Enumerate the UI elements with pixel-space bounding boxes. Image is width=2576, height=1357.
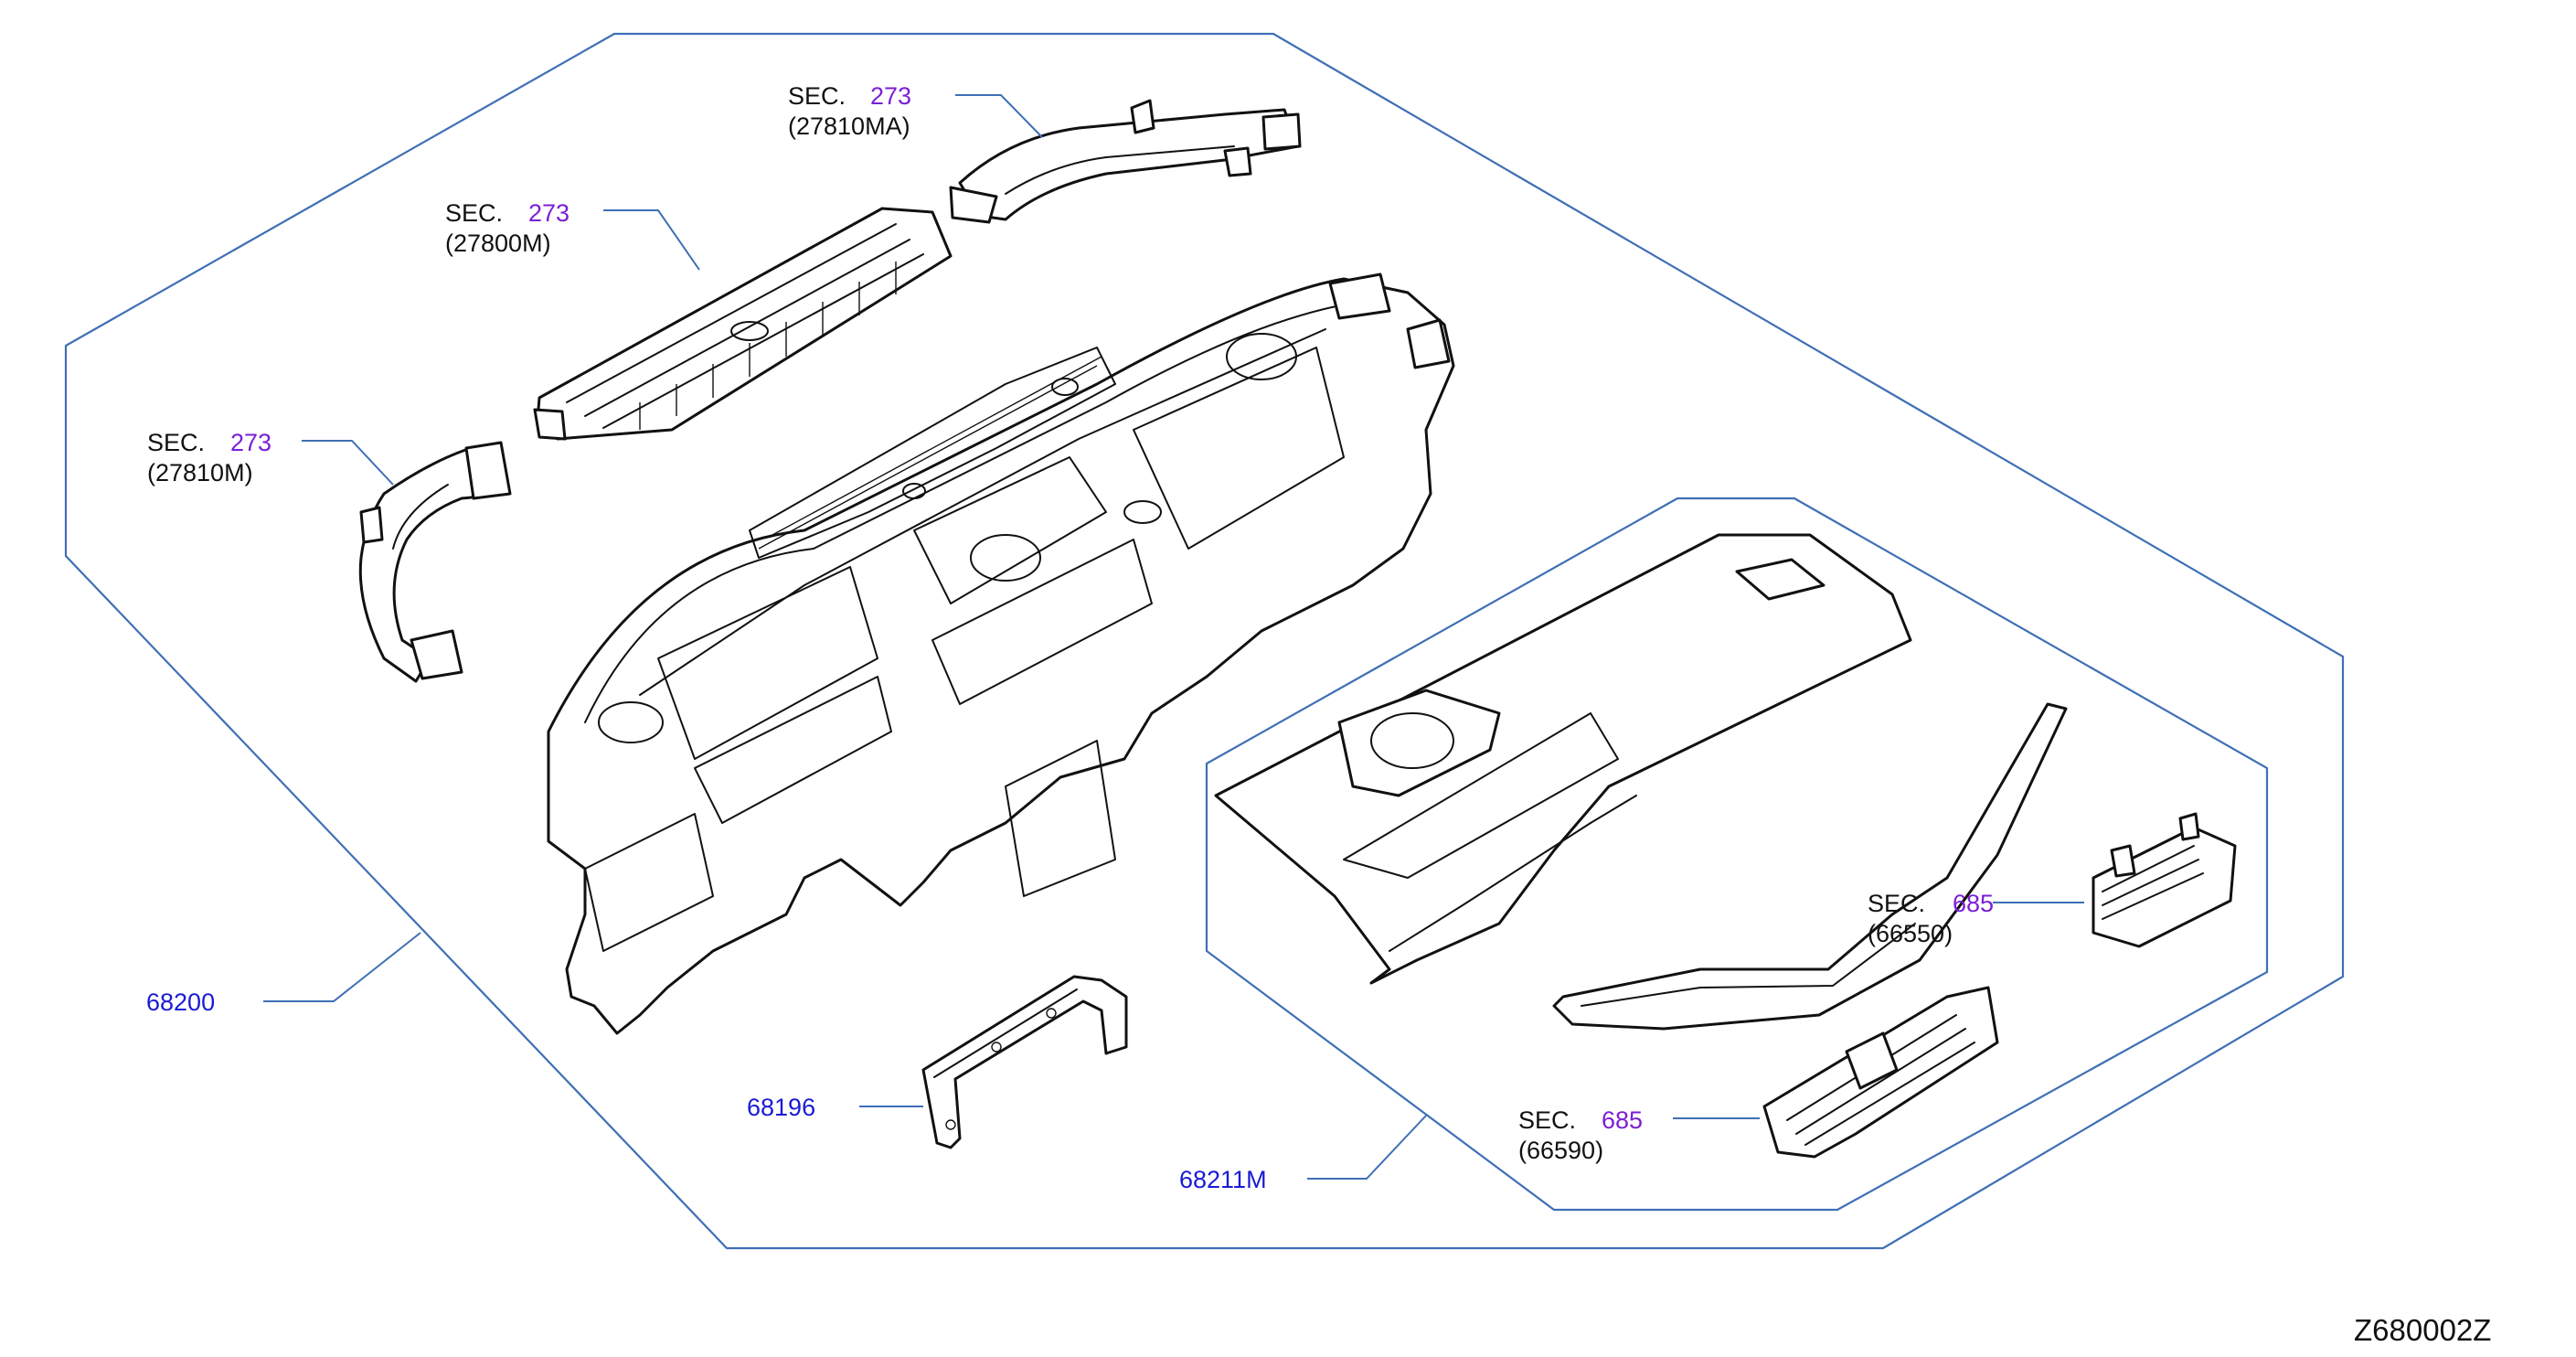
leader-68211M (1307, 1115, 1427, 1180)
instrument-panel-upper-assy (1214, 533, 2068, 1031)
part-code: (27800M) (445, 230, 551, 257)
sec-number: 273 (870, 82, 911, 110)
leader-68200 (263, 932, 421, 1002)
callout-27810MA: SEC. 273 (27810MA) (788, 82, 911, 140)
drawing-code: Z680002Z (2354, 1313, 2491, 1347)
bracket (921, 975, 1128, 1149)
callout-66550: SEC. 685 (66550) (1868, 890, 1994, 947)
part-code: (27810M) (147, 459, 253, 486)
part-code: (66550) (1868, 920, 1953, 947)
leader-27810M (302, 440, 394, 486)
callout-66590: SEC. 685 (66590) (1518, 1106, 1643, 1164)
instrument-panel-main (547, 272, 1455, 1035)
side-vent-duct-upper (949, 99, 1302, 224)
leader-27800M (603, 209, 700, 271)
center-vent-66590 (1762, 986, 1999, 1159)
part-number-68211M: 68211M (1179, 1166, 1267, 1193)
sec-word: SEC. (147, 429, 205, 456)
sec-word: SEC. (788, 82, 846, 110)
leader-27810MA (955, 94, 1043, 138)
part-number-68200: 68200 (146, 988, 215, 1016)
sec-number: 685 (1953, 890, 1994, 917)
center-vent-66550 (2092, 812, 2237, 948)
part-code: (27810MA) (788, 112, 910, 140)
sec-number: 273 (528, 199, 569, 227)
part-number-68196: 68196 (747, 1094, 815, 1121)
sec-number: 273 (230, 429, 271, 456)
sec-word: SEC. (1518, 1106, 1576, 1134)
part-code: (66590) (1518, 1137, 1603, 1164)
sec-word: SEC. (445, 199, 503, 227)
callout-27800M: SEC. 273 (27800M) (445, 199, 569, 257)
inner-group-frame (1205, 497, 2269, 1212)
side-vent-duct-lower (358, 441, 512, 683)
callout-27810M: SEC. 273 (27810M) (147, 429, 271, 486)
sec-number: 685 (1602, 1106, 1643, 1134)
defroster-nozzle (533, 207, 953, 441)
outer-group-frame (64, 32, 2345, 1250)
sec-word: SEC. (1868, 890, 1925, 917)
